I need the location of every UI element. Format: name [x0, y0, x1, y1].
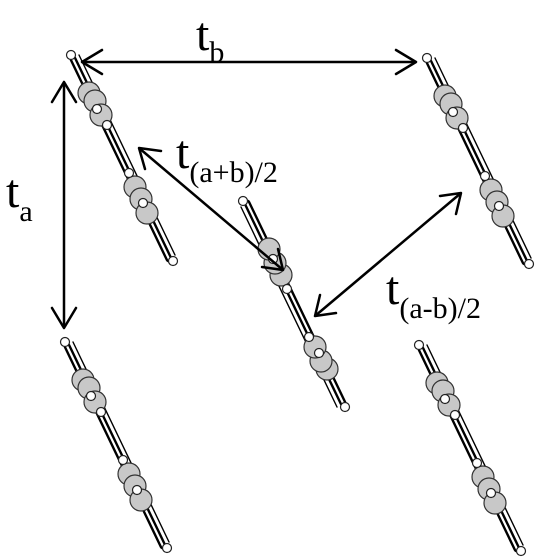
arrow-t-a — [50, 80, 78, 330]
molecule-bottom-left — [61, 338, 172, 553]
label-t-a-minus-b-half: t(a-b)/2 — [386, 262, 481, 325]
label-t-a: ta — [6, 165, 33, 228]
molecule-top-left — [67, 51, 178, 266]
arrow-t-a-plus-b-half — [137, 146, 285, 272]
arrow-t-a-minus-b-half — [313, 191, 463, 318]
label-t-a-plus-b-half: t(a+b)/2 — [176, 126, 278, 189]
molecule-bottom-right — [415, 341, 526, 556]
arrow-t-b — [80, 48, 418, 76]
molecule-center — [239, 197, 350, 412]
label-t-b: tb — [196, 8, 224, 69]
molecule-top-right — [423, 54, 534, 269]
